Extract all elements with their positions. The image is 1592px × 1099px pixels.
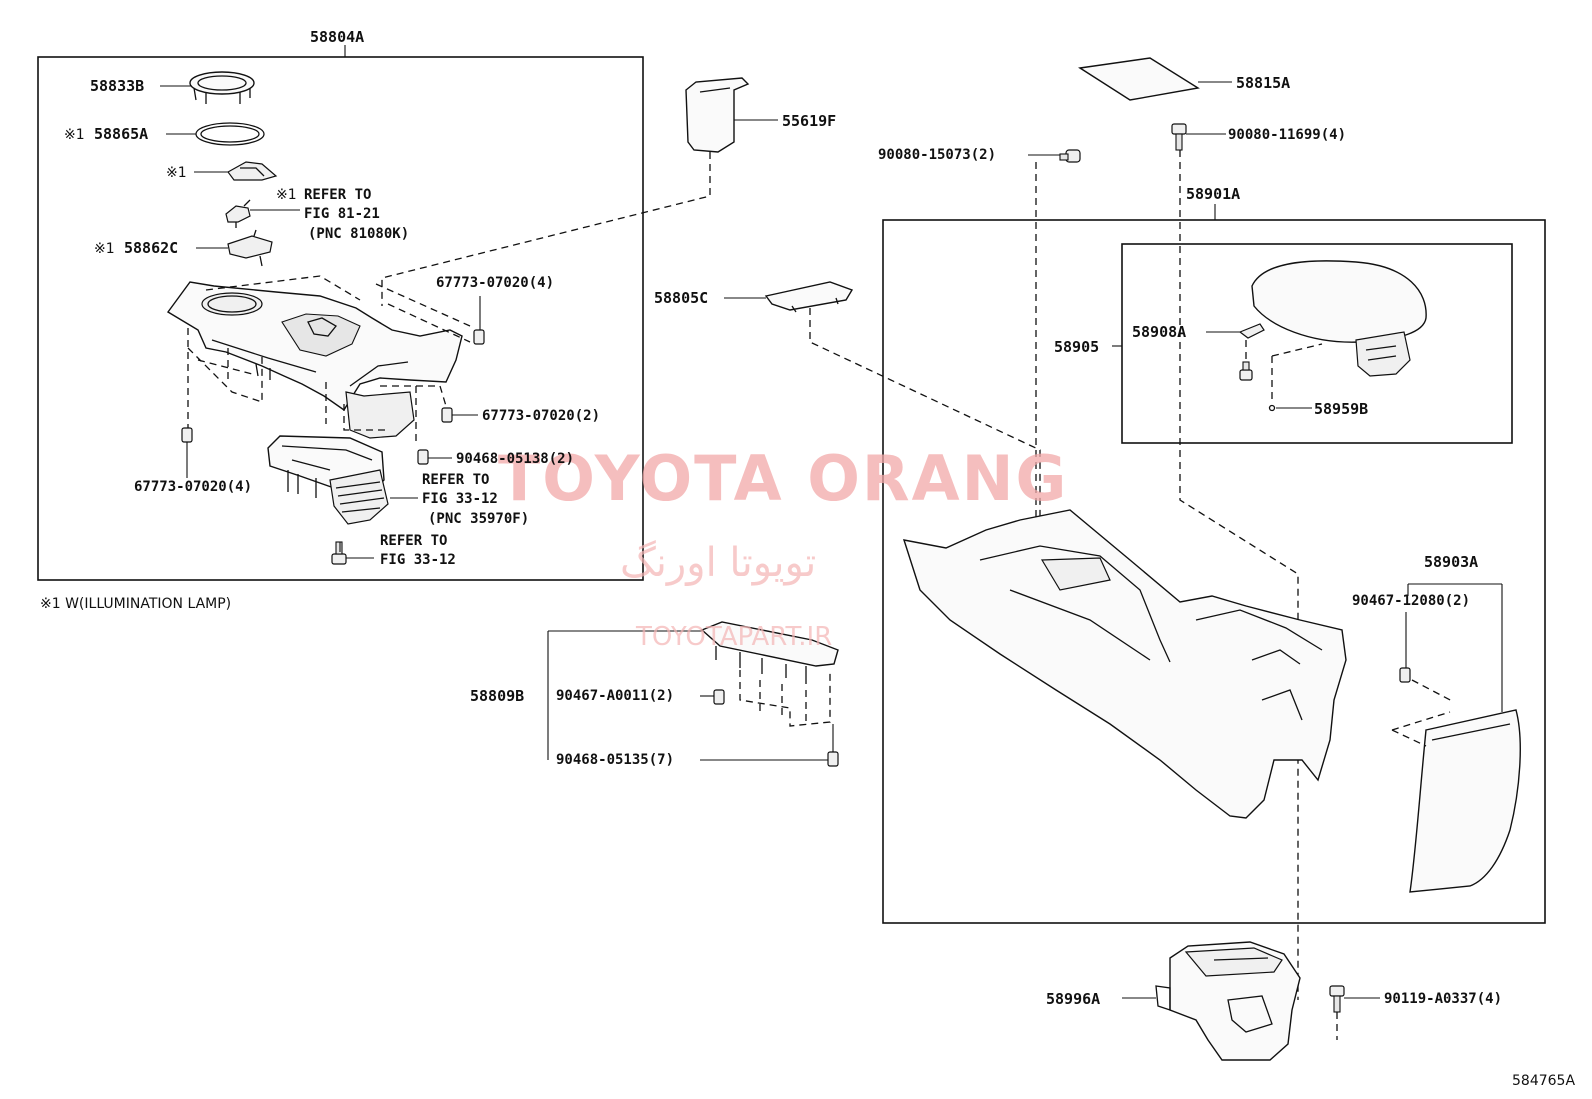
- label-58903A: 58903A: [1424, 553, 1479, 571]
- label-90468-05138: 90468-05138(2): [456, 451, 575, 467]
- trim-58809B: [700, 621, 839, 684]
- label-58905: 58905: [1054, 338, 1100, 356]
- console-body-58901A: [902, 509, 1347, 819]
- latch-58908A: [1238, 323, 1265, 339]
- label-fig-33-12a: FIG 33-12: [422, 491, 498, 507]
- label-refer-to-b: REFER TO: [422, 472, 490, 488]
- label-58804A: 58804A: [310, 28, 365, 46]
- clip-90468-a: [417, 449, 429, 465]
- label-58959B: 58959B: [1314, 400, 1369, 418]
- bulb-socket: [225, 199, 251, 228]
- lower-bracket-58996A: [1155, 941, 1301, 1061]
- group-frame-58804A: [37, 56, 644, 581]
- label-fig-81-21: FIG 81-21: [304, 206, 380, 222]
- watermark-title: TOYOTA ORANG: [498, 442, 1069, 515]
- clip-90467-12080: [1399, 667, 1411, 683]
- group-frame-58901A: [882, 219, 1546, 924]
- bolt-90119-A0337: [1329, 985, 1345, 1013]
- label-90080-15073: 90080-15073(2): [878, 147, 997, 163]
- lamp-lens: [227, 161, 278, 181]
- group-frame-58905: [1121, 243, 1513, 444]
- label-67773-07020-4a: 67773-07020(4): [436, 275, 555, 291]
- pad-58815A: [1078, 57, 1200, 101]
- watermark-persian: تویوتا اورنگ: [620, 540, 817, 586]
- clip-90467-A0011: [713, 689, 725, 705]
- label-55619F: 55619F: [782, 112, 837, 130]
- note-mark-lamp: ※1: [166, 165, 187, 181]
- clip-67773-a: [473, 329, 485, 345]
- label-fig-33-12b: FIG 33-12: [380, 552, 456, 568]
- label-58809B: 58809B: [470, 687, 525, 705]
- label-58996A: 58996A: [1046, 990, 1101, 1008]
- drawing-id: 584765A: [1512, 1073, 1576, 1089]
- label-90468-05135: 90468-05135(7): [556, 752, 675, 768]
- note-mark-refer: ※1: [276, 187, 297, 203]
- ring-bezel-58833B: [189, 71, 255, 104]
- cover-58805C: [764, 281, 854, 313]
- clip-90468-05135: [827, 751, 839, 767]
- bolt-90080-11699: [1171, 123, 1187, 151]
- shift-bracket: [267, 435, 389, 525]
- label-refer-to-a: REFER TO: [304, 187, 372, 203]
- bolt-lower-left: [331, 541, 347, 565]
- armrest-lid-58905: [1251, 260, 1427, 377]
- label-90467-12080: 90467-12080(2): [1352, 593, 1471, 609]
- note-mark-58865A: ※1: [64, 127, 85, 143]
- label-58862C: 58862C: [124, 239, 179, 257]
- clip-67773-c: [181, 427, 193, 443]
- label-58833B: 58833B: [90, 77, 145, 95]
- label-90080-11699: 90080-11699(4): [1228, 127, 1347, 143]
- rear-panel-58903A: [1409, 709, 1521, 893]
- label-67773-07020-4b: 67773-07020(4): [134, 479, 253, 495]
- note-mark-58862C: ※1: [94, 241, 115, 257]
- label-67773-07020-2: 67773-07020(2): [482, 408, 601, 424]
- label-pnc-81080K: (PNC 81080K): [308, 226, 410, 242]
- label-refer-to-c: REFER TO: [380, 533, 448, 549]
- pin-58959B: [1268, 404, 1276, 412]
- cup-holder-55619F: [685, 77, 750, 153]
- label-90467-A0011: 90467-A0011(2): [556, 688, 675, 704]
- note-illumination-lamp: ※1 W(ILLUMINATION LAMP): [40, 596, 232, 612]
- watermark-url: TOYOTAPART.IR: [636, 622, 833, 652]
- console-upper-panel: [166, 281, 463, 439]
- label-58865A: 58865A: [94, 125, 149, 143]
- label-58908A: 58908A: [1132, 323, 1187, 341]
- label-58815A: 58815A: [1236, 74, 1291, 92]
- label-58901A: 58901A: [1186, 185, 1241, 203]
- label-pnc-35970F: (PNC 35970F): [428, 511, 530, 527]
- screw-58908A: [1239, 361, 1253, 381]
- label-58805C: 58805C: [654, 289, 709, 307]
- clip-67773-b: [441, 407, 453, 423]
- light-ring-58865A: [195, 122, 265, 146]
- bolt-90080-15073: [1059, 149, 1081, 163]
- label-90119-A0337: 90119-A0337(4): [1384, 991, 1503, 1007]
- bracket-58862C: [227, 229, 273, 267]
